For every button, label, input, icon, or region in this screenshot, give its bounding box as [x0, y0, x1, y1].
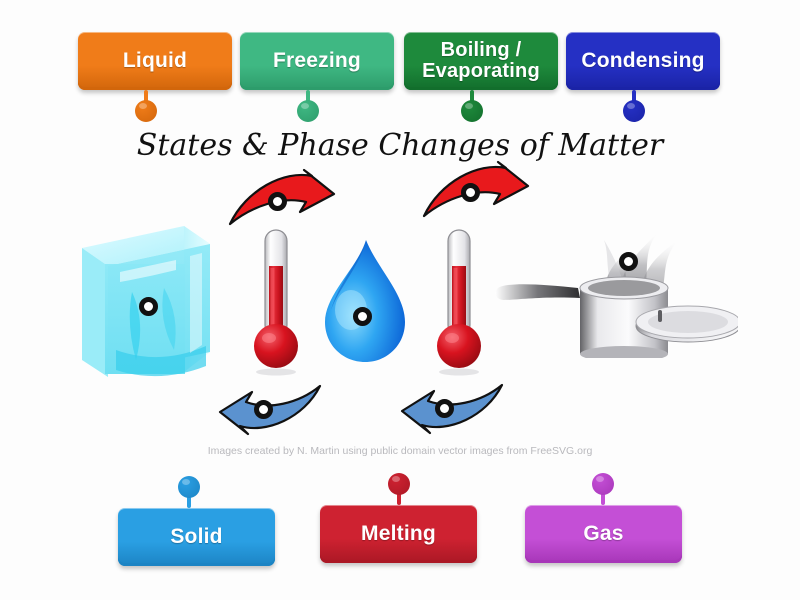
label-pin-knob-solid [178, 476, 200, 498]
label-pin-knob-gas [592, 473, 614, 495]
label-pin-knob-melting [388, 473, 410, 495]
label-chip-text-gas: Gas [583, 521, 624, 545]
label-chip-text-solid: Solid [170, 524, 223, 548]
label-chip-condensing[interactable]: Condensing [566, 32, 720, 90]
label-pin-stem-condensing [632, 90, 636, 104]
label-chip-solid[interactable]: Solid [118, 508, 275, 566]
attribution-text: Images created by N. Martin using public… [207, 445, 593, 457]
drop-target-blue-arrow-left[interactable] [253, 399, 273, 419]
label-pin-stem-liquid [144, 90, 148, 104]
label-chip-text-condensing: Condensing [581, 48, 705, 72]
label-chip-text-boiling: Boiling / Evaporating [422, 39, 540, 82]
label-pin-knob-liquid [135, 100, 157, 122]
label-chip-boiling[interactable]: Boiling / Evaporating [404, 32, 558, 90]
label-chip-melting[interactable]: Melting [320, 505, 477, 563]
label-pin-solid [178, 476, 200, 508]
label-pin-stem-gas [601, 491, 605, 505]
drop-target-steaming-pot[interactable] [618, 251, 638, 271]
label-pin-stem-solid [187, 494, 191, 508]
label-chip-freezing[interactable]: Freezing [240, 32, 394, 90]
drop-target-blue-arrow-right[interactable] [434, 398, 454, 418]
label-pin-boiling [461, 90, 483, 122]
label-pin-knob-freezing [297, 100, 319, 122]
label-pin-knob-boiling [461, 100, 483, 122]
label-pin-stem-melting [397, 491, 401, 505]
label-chip-text-freezing: Freezing [273, 48, 361, 72]
drop-target-ice-cube[interactable] [138, 296, 158, 316]
label-pin-stem-boiling [470, 90, 474, 104]
thermometer-left-illustration [251, 228, 307, 376]
label-chip-liquid[interactable]: Liquid [78, 32, 232, 90]
steaming-pot-illustration [492, 226, 738, 358]
thermometer-right-illustration [434, 228, 490, 376]
ice-cube-illustration [72, 222, 212, 380]
label-pin-knob-condensing [623, 100, 645, 122]
label-pin-melting [388, 473, 410, 505]
drop-target-red-arrow-left[interactable] [267, 191, 287, 211]
drop-target-red-arrow-right[interactable] [460, 182, 480, 202]
label-pin-liquid [135, 90, 157, 122]
label-pin-stem-freezing [306, 90, 310, 104]
water-droplet-illustration [321, 238, 407, 364]
label-pin-gas [592, 473, 614, 505]
label-pin-freezing [297, 90, 319, 122]
drop-target-water-droplet[interactable] [352, 306, 372, 326]
page-title: States & Phase Changes of Matter [136, 128, 664, 163]
label-chip-gas[interactable]: Gas [525, 505, 682, 563]
label-chip-text-melting: Melting [361, 521, 436, 545]
label-chip-text-liquid: Liquid [122, 48, 188, 72]
label-pin-condensing [623, 90, 645, 122]
